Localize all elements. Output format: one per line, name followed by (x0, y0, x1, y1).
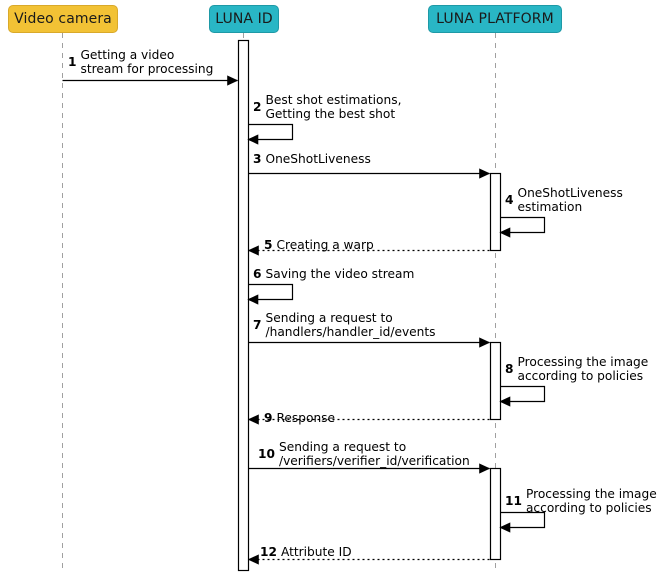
message-5-number: 5 (264, 238, 273, 252)
message-12-arrowhead (247, 554, 259, 565)
message-4-self-loop (500, 216, 546, 234)
message-11-self-loop (500, 511, 546, 529)
message-8-arrowhead (499, 396, 511, 407)
activation-bar-luna-platform-3 (489, 467, 502, 561)
message-6-self-loop (248, 283, 294, 301)
participant-luna-platform[interactable]: LUNA PLATFORM (428, 5, 562, 33)
message-arrows-layer (62, 75, 546, 565)
message-5-text: Creating a warp (276, 238, 374, 252)
message-1-number: 1 (68, 55, 77, 69)
activation-bars-layer (237, 39, 502, 572)
message-10-text: Sending a request to/verifiers/verifier_… (278, 440, 470, 468)
message-7-number: 7 (253, 318, 262, 332)
participant-label: LUNA ID (215, 11, 273, 27)
message-6-text: Saving the video stream (265, 267, 415, 281)
message-7-text: Sending a request to/handlers/handler_id… (265, 311, 436, 339)
message-3-text: OneShotLiveness (265, 152, 371, 166)
message-2-text: Best shot estimations,Getting the best s… (265, 93, 402, 121)
participant-label: LUNA PLATFORM (436, 11, 554, 27)
message-9-number: 9 (264, 411, 273, 425)
message-11-arrowhead (499, 522, 511, 533)
message-6-arrowhead (247, 294, 259, 305)
participant-luna-id[interactable]: LUNA ID (209, 5, 279, 33)
message-2-arrowhead (247, 134, 259, 145)
message-12-text: Attribute ID (280, 545, 352, 559)
message-9-arrowhead (247, 414, 259, 425)
message-4-number: 4 (505, 193, 514, 207)
message-6-number: 6 (253, 267, 262, 281)
activation-bar-luna-platform-2 (489, 341, 502, 421)
message-2-number: 2 (253, 100, 262, 114)
activation-bar-luna-platform-1 (489, 172, 502, 252)
message-3-number: 3 (253, 152, 262, 166)
message-12-number: 12 (260, 545, 277, 559)
message-10-number: 10 (258, 447, 275, 461)
message-1-arrowhead (227, 75, 239, 86)
activation-bar-luna-id-0 (237, 39, 250, 572)
message-4-arrowhead (499, 227, 511, 238)
message-11-number: 11 (505, 494, 522, 508)
participant-video-camera[interactable]: Video camera (8, 5, 118, 33)
message-8-self-loop (500, 385, 546, 403)
message-7-arrowhead (479, 337, 491, 348)
message-8-number: 8 (505, 362, 514, 376)
message-5-arrowhead (247, 245, 259, 256)
participant-label: Video camera (14, 11, 112, 27)
message-9-text: Response (276, 411, 336, 425)
message-10-arrowhead (479, 463, 491, 474)
message-3-arrowhead (479, 168, 491, 179)
message-2-self-loop (248, 123, 294, 141)
